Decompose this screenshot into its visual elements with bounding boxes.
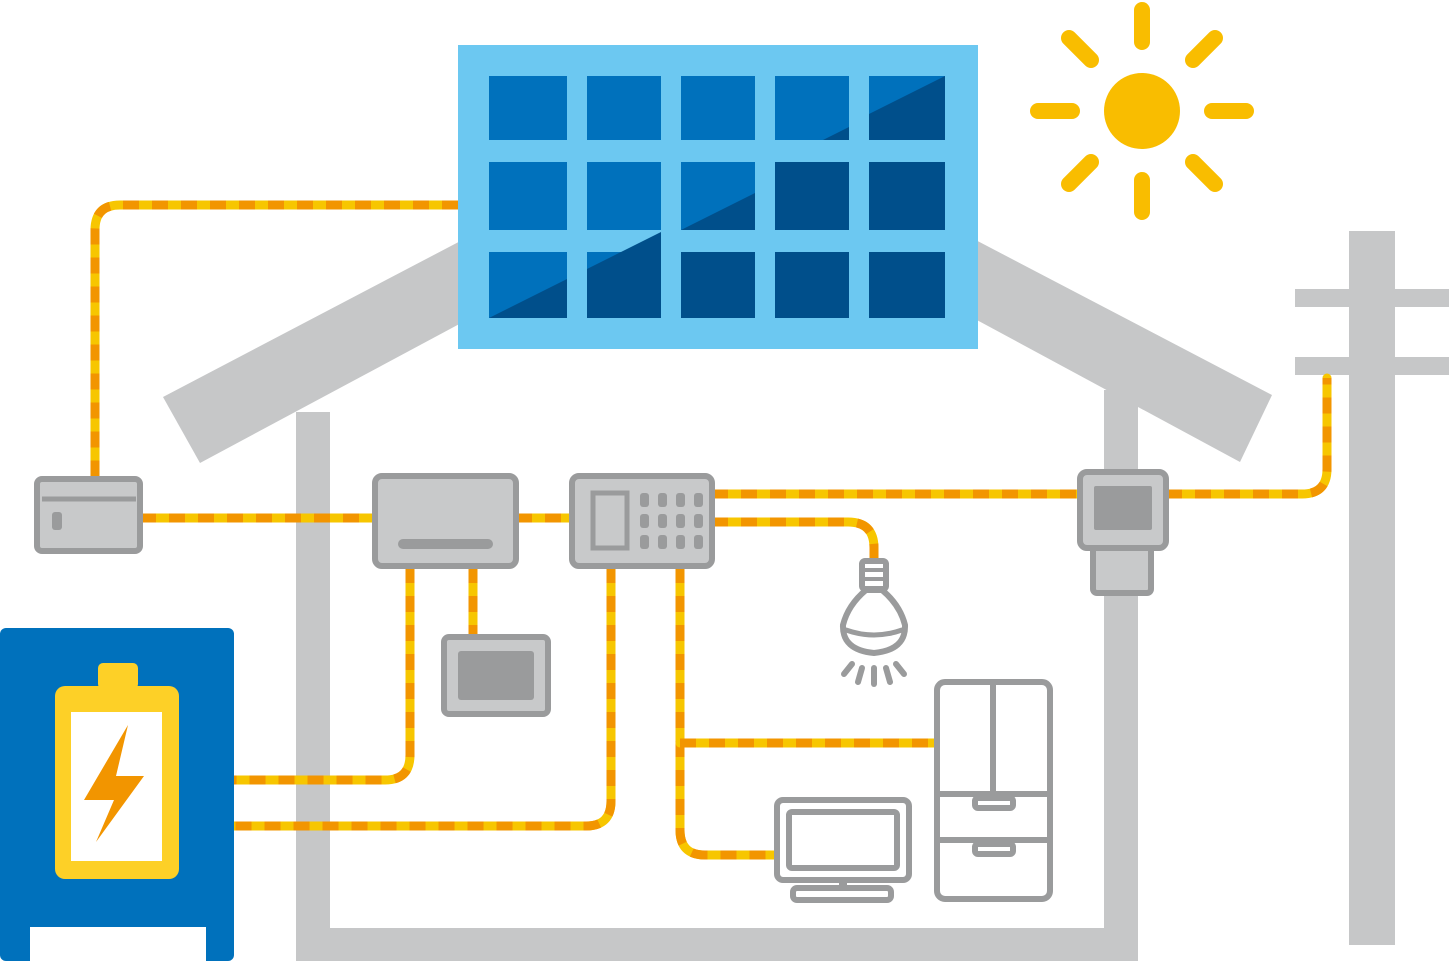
television-icon [774,797,912,903]
wire-breaker-to-battery [227,562,616,831]
wire-meter-to-pole [1161,373,1332,499]
junction-box-icon [34,476,143,554]
wire-breaker-to-appliances [675,562,780,860]
wiring [90,200,1332,860]
wire-inverter-to-battery [227,562,415,785]
monitor-display-icon [441,634,551,717]
solar-panel-icon [458,45,978,349]
wire-panel-to-junction-box [90,200,463,485]
roof-left [163,236,478,463]
battery-icon [0,628,234,961]
sun-icon [1030,2,1254,220]
inverter-icon [372,473,519,569]
distribution-board-icon [569,473,715,569]
roof-right [962,236,1272,462]
house-wall-left [296,412,330,961]
light-bulb-icon [840,558,908,687]
utility-pole-icon [1295,231,1449,945]
power-meter-icon [1077,469,1169,596]
lightning-bolt-icon [84,725,144,842]
refrigerator-icon [934,679,1053,902]
house-floor [296,928,1138,961]
wire-breaker-to-bulb [707,517,879,565]
